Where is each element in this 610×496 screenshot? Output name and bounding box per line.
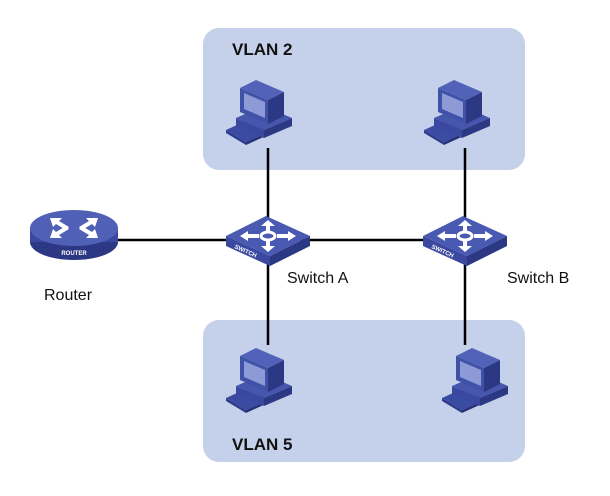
router-badge: ROUTER — [61, 251, 87, 257]
switch-b-label: Switch B — [507, 270, 569, 287]
links — [110, 148, 467, 345]
switch-b-icon — [421, 214, 509, 268]
switch-a-label: Switch A — [287, 270, 349, 287]
router-label: Router — [44, 287, 93, 304]
router-icon: ROUTER — [30, 210, 118, 260]
vlan2-label: VLAN 2 — [232, 40, 292, 59]
vlan5-label: VLAN 5 — [232, 435, 292, 454]
switch-a-icon — [224, 214, 312, 268]
vlan5-area — [203, 320, 525, 462]
